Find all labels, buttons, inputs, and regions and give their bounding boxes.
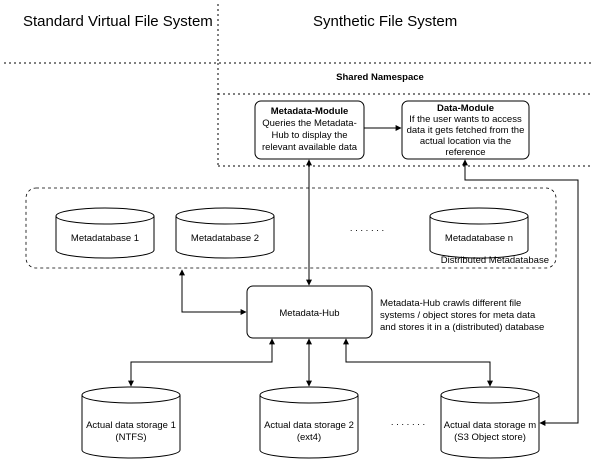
data-module-line: actual location via the (420, 136, 511, 147)
distributed-metadatabase-label: Distributed Metadatabase (441, 255, 549, 266)
hub-description-line: and stores it in a (distributed) databas… (380, 322, 544, 333)
distributed-metadatabase-group (25, 187, 557, 269)
data-module-line: reference (445, 147, 485, 158)
storage-label: Actual data storage 1 (86, 420, 176, 431)
hub-description-line: systems / object stores for meta data (380, 310, 536, 321)
data-module-line: data it gets fetched from the (407, 125, 525, 136)
standard-vfs-heading: Standard Virtual File System (23, 13, 213, 30)
data-module-line: If the user wants to access (409, 114, 522, 125)
storage-label: Actual data storage 2 (264, 420, 354, 431)
storage-type: (ext4) (297, 432, 321, 443)
data-module-title: Data-Module (437, 103, 494, 114)
storage-ellipsis: . . . . . . . (391, 417, 425, 428)
storage-2-cylinder (259, 386, 359, 459)
storage-type: (S3 Object store) (454, 432, 526, 443)
metadatabase-ellipsis: . . . . . . . (350, 223, 384, 234)
metadatabase-2-cylinder (175, 207, 275, 259)
hub-storage-m-arrow (343, 338, 493, 387)
metadata-module-line: Queries the Metadata- (262, 118, 357, 129)
data-module-box (401, 100, 530, 160)
metadata-module-title: Metadata-Module (271, 106, 349, 117)
metadatabase-label: Metadatabase 1 (71, 233, 139, 244)
storage-data-module-arrow (462, 159, 579, 426)
metadata-hub-label: Metadata-Hub (279, 308, 339, 319)
storage-type: (NTFS) (115, 432, 146, 443)
metadata-module-line: Hub to display the (271, 130, 347, 141)
metadatabase-1-cylinder (55, 207, 155, 259)
shared-namespace-label: Shared Namespace (336, 72, 424, 83)
metadata-module-line: relevant available data (262, 142, 358, 153)
hub-description-line: Metadata-Hub crawls different file (380, 298, 521, 309)
metadata-hub-box (246, 285, 373, 339)
metadata-module-box (254, 100, 365, 160)
storage-1-cylinder (81, 386, 181, 459)
synthetic-fs-heading: Synthetic File System (313, 13, 457, 30)
hub-storage-1-arrow (128, 338, 275, 387)
metadatabase-label: Metadatabase 2 (191, 233, 259, 244)
hub-metadatabase-arrow (179, 269, 247, 315)
metadatabase-label: Metadatabase n (445, 233, 513, 244)
storage-label: Actual data storage m (444, 420, 536, 431)
